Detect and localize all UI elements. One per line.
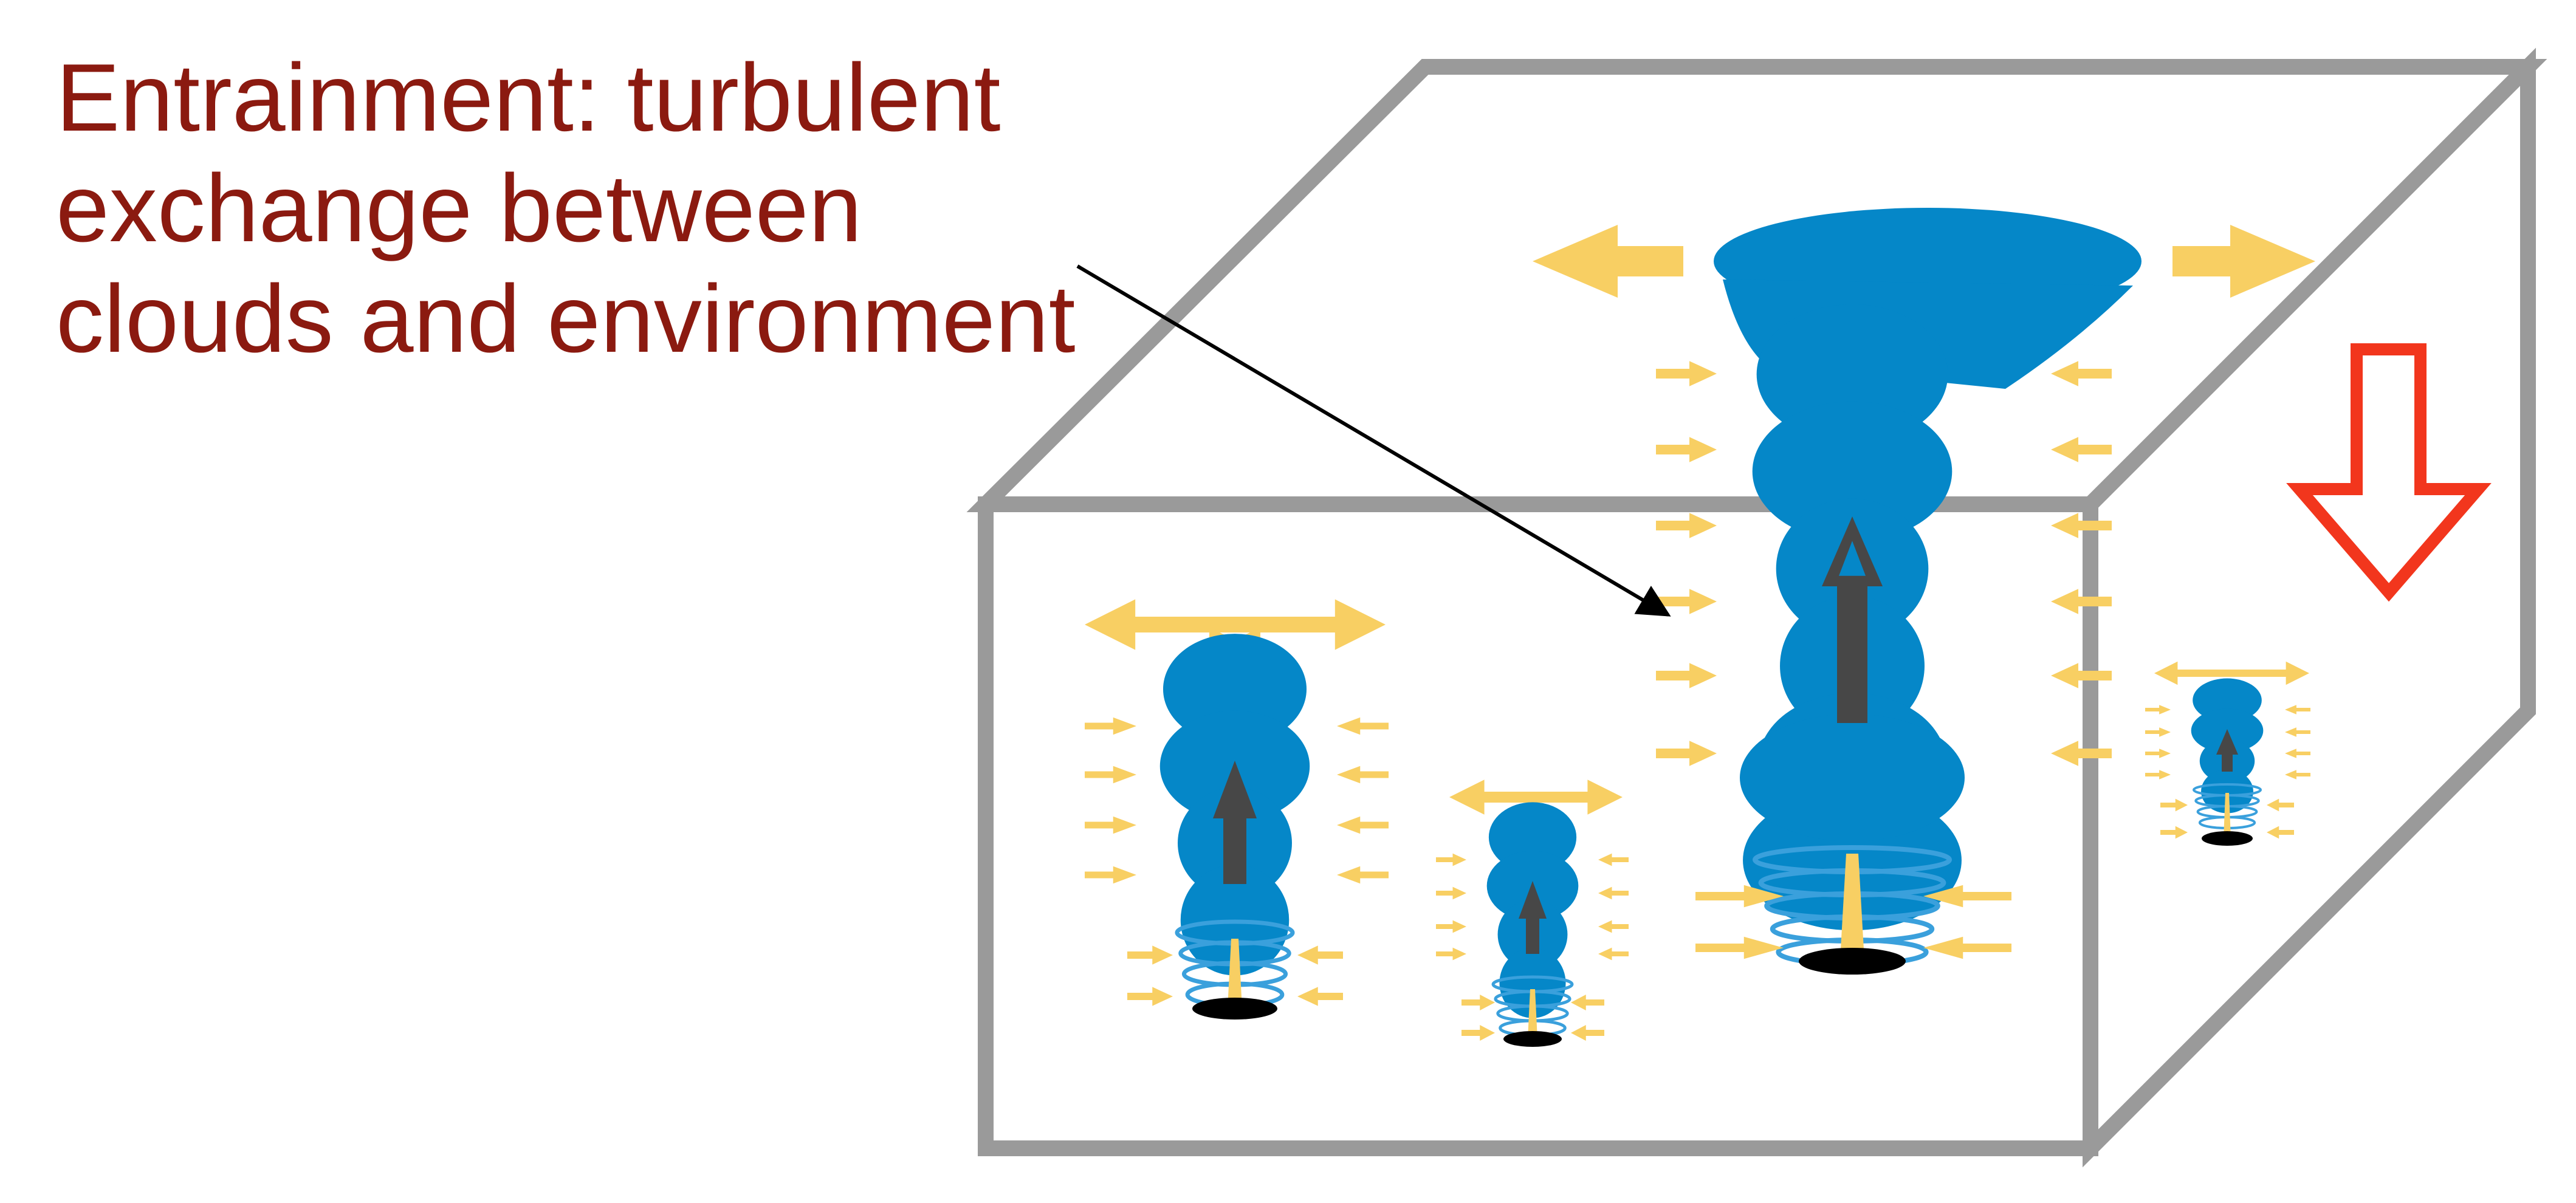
entrainment-arrow-icon [2051,663,2112,688]
entrainment-arrow-icon [1598,853,1629,866]
grid-box-side-face [2083,47,2536,1168]
entrainment-arrow-icon [2285,770,2310,780]
entrainment-arrow-icon [1085,766,1136,784]
entrainment-arrow-icon [1436,920,1466,933]
updraft-core [2224,793,2231,838]
entrainment-arrow-icon [2285,727,2310,737]
entrainment-arrow-icon [2267,798,2294,812]
cloud-lobe [1752,401,1953,542]
entrainment-arrow-icon [1923,885,2011,908]
updraft-arrow-icon [1519,881,1547,954]
entrainment-arrow-icon [1337,717,1389,735]
entrainment-arrow-icon [1085,816,1136,834]
entrainment-arrow-icon [2051,741,2112,766]
entrainment-arrow-icon [1436,853,1466,866]
cloud-lobe [2201,769,2253,814]
updraft-arrow-icon [1822,516,1883,723]
cloud-lobe [1499,948,1566,1018]
entrainment-arrow-icon [2051,437,2112,462]
entrainment-arrow-icon [1656,513,1717,538]
updraft-arrow-notch [1839,541,1866,576]
convective-cloud-icon [1085,599,1389,1020]
entrainment-arrow-icon [1436,947,1466,961]
entrainment-arrow-icon [2160,826,2188,839]
entrainment-arrow-icon [2051,589,2112,614]
entrainment-arrow-icon [2051,361,2112,386]
entrainment-arrow-icon [1598,947,1629,961]
convective-cloud-icon [1533,208,2315,975]
convective-cloud-icon [1436,780,1629,1047]
entrainment-arrow-icon [1695,885,1784,908]
entrainment-arrow-icon [1598,920,1629,933]
entrainment-arrow-icon [1337,816,1389,834]
entrainment-arrow-icon [1461,995,1495,1010]
entrainment-arrow-icon [1598,886,1629,900]
cloud-base [1799,948,1906,975]
caption-line-2: exchange between [56,155,862,262]
cloud-base [1192,998,1277,1020]
entrainment-arrow-icon [1297,987,1343,1006]
cloud-lobe [1163,634,1307,745]
outflow-arrow-icon [1533,225,1683,298]
caption-line-1: Entrainment: turbulent [56,44,1001,151]
entrainment-arrow-icon [2145,749,2171,758]
cloud-lobe [1756,304,1948,445]
grid-box-front-face [978,496,2098,1156]
entrainment-arrow-icon [1085,717,1136,735]
updraft-core [1528,989,1537,1039]
entrainment-arrow-icon [1337,766,1389,784]
entrainment-arrow-icon [2145,705,2171,715]
entrainment-arrow-icon [2285,705,2310,715]
entrainment-arrow-icon [1436,886,1466,900]
cloud-lobe [1740,714,1965,841]
entrainment-arrow-icon [1127,987,1173,1006]
cloud-base [1503,1031,1562,1047]
updraft-core [1228,939,1242,1009]
entrainment-arrow-icon [1571,1025,1604,1041]
outflow-arrow-icon [1449,780,1623,815]
updraft-arrow-icon [1213,761,1257,884]
entrainment-arrow-icon [2285,749,2310,758]
entrainment-arrow-icon [1127,945,1173,965]
entrainment-arrow-icon [1297,945,1343,965]
entrainment-arrow-icon [1337,866,1389,884]
outflow-arrow-icon [2172,225,2315,298]
entrainment-arrow-icon [1923,936,2011,959]
convective-cloud-icon [2145,661,2310,846]
cloud-lobe [1488,802,1577,872]
outflow-arrow-icon [2154,661,2309,685]
cloud-lobe [2193,678,2262,722]
entrainment-arrow-icon [2145,770,2171,780]
caption-leader-line [1076,264,1671,617]
entrainment-arrow-icon [2160,798,2188,812]
outflow-arrow-icon [1085,599,1386,650]
cloud-base [2202,831,2253,846]
grid-box [966,47,2547,1168]
entrainment-arrow-icon [1461,1025,1495,1041]
caption-line-3: clouds and environment [56,266,1076,372]
entrainment-arrow-icon [1085,866,1136,884]
subsidence-arrow-icon [2286,343,2492,602]
entrainment-arrow-icon [1656,663,1717,688]
entrainment-arrow-icon [1571,995,1604,1010]
updraft-arrow-icon [2216,729,2238,772]
entrainment-arrow-icon [1695,936,1784,959]
clouds-layer [1085,208,2315,1047]
entrainment-caption: Entrainment: turbulent exchange between … [56,43,1089,374]
updraft-core [1840,854,1864,960]
entrainment-arrow-icon [2267,826,2294,839]
entrainment-arrow-icon [1656,589,1717,614]
entrainment-arrow-icon [2051,513,2112,538]
entrainment-arrow-icon [2145,727,2171,737]
entrainment-arrow-icon [1656,361,1717,386]
entrainment-arrow-icon [1656,437,1717,462]
entrainment-arrow-icon [1656,741,1717,766]
